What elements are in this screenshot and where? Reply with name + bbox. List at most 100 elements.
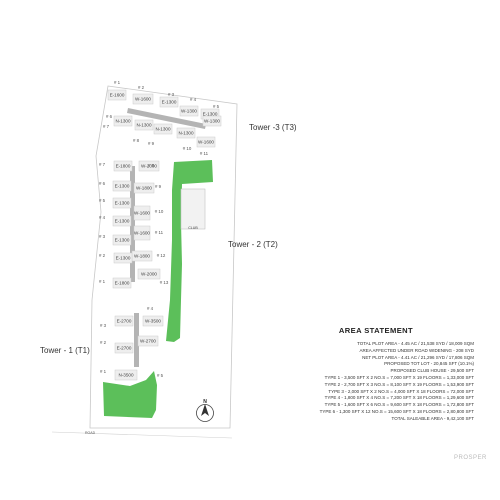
unit-number-marker: # 12 (157, 253, 166, 258)
unit-number-marker: # 2 (138, 85, 145, 90)
unit-label: N-1300 (155, 127, 171, 132)
unit-label: E-1300 (115, 238, 130, 243)
unit-label: N-3500 (118, 373, 134, 378)
unit-label: E-2700 (117, 319, 132, 324)
unit-number-marker: # 5 (157, 373, 164, 378)
unit-block (114, 342, 134, 354)
unit-block (142, 315, 164, 327)
watermark-logo: PROSPER (454, 455, 487, 461)
unit-number-marker: # 3 (100, 323, 107, 328)
unit-label: E-2700 (117, 346, 132, 351)
t1-corridor (134, 313, 139, 367)
unit-number-marker: # 11 (200, 151, 209, 156)
t2-corridor (130, 166, 135, 282)
unit-label: W-1300 (181, 109, 197, 114)
unit-block (133, 205, 151, 221)
unit-number-marker: # 4 (190, 97, 197, 102)
unit-label: E-1800 (116, 164, 131, 169)
unit-label: E-1600 (110, 93, 125, 98)
unit-block (113, 160, 133, 172)
unit-block (137, 335, 159, 347)
area-row: TYPE 3 - 2,000 SFT X 2 NO.S = 4,000 SFT … (328, 388, 474, 394)
area-row: NET PLOT AREA - 4.41 AC / 21,296 SYD / 1… (362, 354, 474, 360)
unit-block (113, 115, 133, 127)
area-row: TYPE 1 - 3,500 SFT X 2 NO.S = 7,000 SFT … (324, 374, 474, 380)
unit-number-marker: # 10 (155, 209, 164, 214)
club-label: CLUB (188, 226, 198, 230)
unit-label: W-1600 (134, 231, 150, 236)
tower-2-label: Tower - 2 (T2) (228, 240, 278, 249)
north-label: N (203, 399, 207, 405)
unit-label: N-1300 (115, 119, 131, 124)
unit-label: W-3500 (145, 319, 161, 324)
unit-block (114, 369, 138, 381)
unit-label: N-1300 (178, 131, 194, 136)
unit-label: E-1300 (115, 201, 130, 206)
unit-number-marker: # 6 (99, 181, 106, 186)
area-row: TYPE 5 - 1,600 SFT X 6 NO.S = 9,600 SFT … (324, 402, 474, 408)
unit-block (133, 225, 151, 241)
road-label: ROAD (85, 431, 96, 435)
unit-label: W-2000 (141, 164, 157, 169)
unit-number-marker: # 2 (99, 253, 106, 258)
unit-number-marker: # 4 (99, 215, 106, 220)
unit-number-marker: # 4 (147, 306, 154, 311)
green-central-strip (166, 160, 213, 342)
unit-block (107, 89, 127, 101)
area-row: PROPOSED CLUB HOUSE - 29,500 SFT (390, 368, 474, 374)
unit-label: N-1300 (136, 123, 152, 128)
area-row: TOTAL PLOT AREA - 4.45 AC / 21,538 SYD /… (357, 341, 474, 346)
unit-number-marker: # 7 (103, 124, 110, 129)
unit-number-marker: # 10 (183, 146, 192, 151)
unit-label: E-1300 (115, 219, 130, 224)
area-row: AREA AFFECTED UNDER ROAD WIDENING - 208 … (359, 347, 474, 353)
unit-label: W-1600 (135, 97, 151, 102)
unit-label: W-1600 (198, 140, 214, 145)
unit-block (179, 105, 199, 117)
unit-label: W-2000 (141, 272, 157, 277)
area-row: TYPE 4 - 1,800 SFT X 4 NO.S = 7,200 SFT … (324, 395, 474, 401)
unit-block (112, 180, 132, 192)
unit-label: E-1300 (162, 100, 177, 105)
markers-layer: # 1 # 2 # 3 # 4 # 5 # 6 # 7 # 8 # 9 # 10 # 11 # 7 # … (99, 80, 220, 378)
unit-block (133, 182, 155, 194)
green-south-lawn (103, 371, 157, 418)
units-layer: E-1600W-1600E-1300W-1300E-1300N-1300N-13… (107, 89, 222, 381)
unit-block (153, 123, 173, 135)
club-house (180, 188, 206, 230)
unit-label: W-1300 (204, 119, 220, 124)
unit-block (176, 127, 196, 139)
unit-block (159, 96, 179, 108)
unit-block (134, 119, 154, 131)
north-arrow-icon (201, 404, 209, 416)
unit-block (137, 268, 161, 280)
unit-block (112, 234, 132, 246)
area-row: TYPE 2 - 2,700 SFT X 3 NO.S = 8,100 SFT … (324, 381, 474, 387)
area-statement-title: AREA STATEMENT (338, 326, 414, 335)
unit-number-marker: # 9 (148, 141, 155, 146)
unit-number-marker: # 1 (100, 369, 107, 374)
unit-block (132, 93, 154, 105)
unit-label: W-1800 (136, 186, 152, 191)
unit-block (112, 197, 132, 209)
unit-label: E-1300 (203, 112, 218, 117)
unit-label: E-1300 (116, 256, 131, 261)
unit-number-marker: # 8 (148, 163, 155, 168)
unit-number-marker: # 11 (155, 230, 164, 235)
unit-number-marker: # 6 (106, 114, 113, 119)
unit-number-marker: # 9 (155, 184, 162, 189)
unit-block (113, 252, 133, 264)
unit-number-marker: # 8 (133, 138, 140, 143)
tower-3-label: Tower -3 (T3) (249, 123, 297, 132)
area-row: TYPE 6 - 1,300 SFT X 12 NO.S = 15,600 SF… (319, 408, 474, 414)
unit-number-marker: # 7 (99, 162, 106, 167)
area-statement: AREA STATEMENT TOTAL PLOT AREA - 4.45 AC… (268, 326, 474, 423)
unit-label: E-1300 (115, 184, 130, 189)
unit-number-marker: # 5 (213, 104, 220, 109)
unit-number-marker: # 5 (99, 198, 106, 203)
unit-block (112, 277, 132, 289)
unit-block (114, 315, 134, 327)
unit-label: E-1800 (115, 281, 130, 286)
area-row: TOTAL SALEABLE AREA - 9,42,100 SFT (391, 415, 474, 421)
